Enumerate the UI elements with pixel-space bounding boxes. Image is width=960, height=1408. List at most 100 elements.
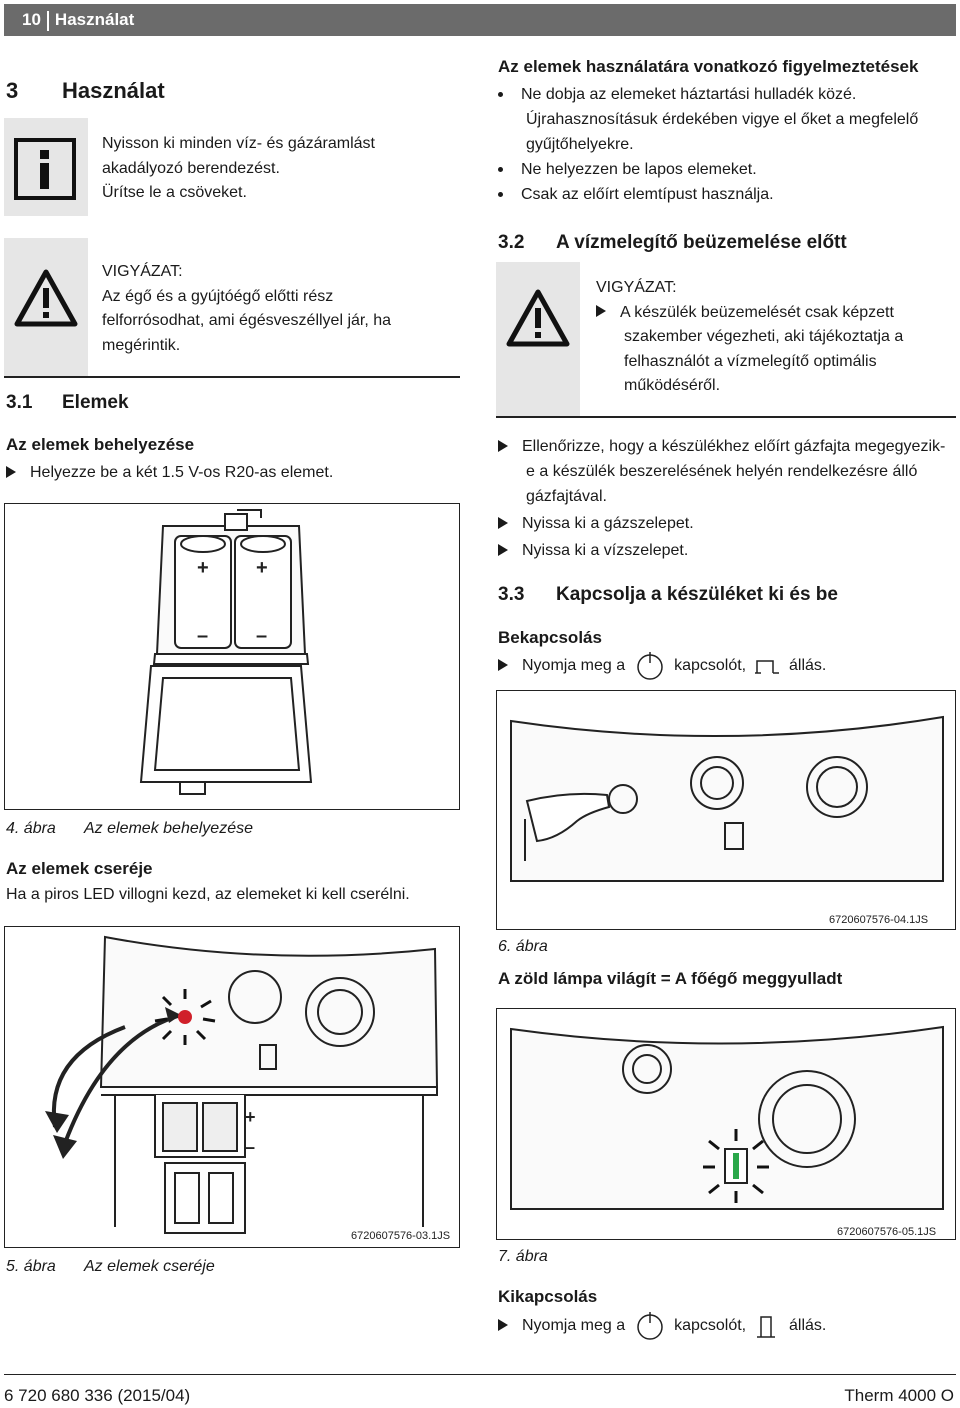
step-32-text: e a készülék beszerelésének helyén rende… [526,463,918,480]
switch-on-text: kapcsolót, [674,657,747,675]
figure-7-code: 6720607576-05.1JS [837,1226,936,1238]
switch-on-heading: Bekapcsolás [498,628,602,647]
chapter-title: Használat [62,78,165,103]
warning-left-title: VIGYÁZAT: [102,263,183,280]
header-separator [46,10,49,31]
warning-box-right: VIGYÁZAT: A készülék beüzemelését csak k… [496,262,956,418]
battery-plus-label-1: + [197,557,209,579]
battery-warnings-list: Ne dobja az elemeket háztartási hulladék… [498,82,954,207]
figure-4-caption: Az elemek behelyezése [84,820,253,837]
green-lamp-text: A zöld lámpa világít = A főégő meggyulla… [498,969,843,988]
footer-rule [4,1374,956,1375]
section-31-title: Elemek [62,392,129,413]
step-32-text: Nyissa ki a vízszelepet. [522,542,689,559]
figure-5-code: 6720607576-03.1JS [351,1230,450,1242]
figure-6-illustration: 6720607576-04.1JS [496,690,956,930]
info-note-box: Nyisson ki minden víz- és gázáramlást ak… [4,118,460,216]
switch-off-text: állás. [789,1317,827,1335]
warning-left-text: VIGYÁZAT: Az égő és a gyújtóégő előtti r… [102,260,452,358]
section-33-number: 3.3 [498,584,525,605]
warning-right-line: A készülék beüzemelését csak képzett [620,303,894,321]
section-33-title: Kapcsolja a készüléket ki és be [556,584,838,605]
switch-on-step: Nyomja meg a kapcsolót, állás. [498,651,826,681]
chapter-number: 3 [6,78,19,103]
bullet-icon [498,192,503,198]
bullet-icon [498,92,503,98]
battery-minus-label-2: – [256,625,267,647]
step-32-text: Ellenőrizze, hogy a készülékhez előírt g… [522,438,946,455]
battery-plus-label-2: + [256,557,268,579]
figure-6-code: 6720607576-04.1JS [829,914,928,926]
warning-left-line: megérintik. [102,336,181,354]
warning-right-line: felhasználót a vízmelegítő optimális [624,352,877,370]
battery-compartment-drawing: + + – – [139,509,313,795]
step-32-item: Ellenőrizze, hogy a készülékhez előírt g… [498,434,956,459]
step-32-item: Nyissa ki a vízszelepet. [498,538,956,563]
info-icon-cell [4,118,88,216]
figure-5-caption: Az elemek cseréje [84,1258,215,1275]
battery-warning-item: Ne helyezzen be lapos elemeket. [498,157,954,182]
warning-right-line: szakember végezheti, aki tájékoztatja a [624,328,904,345]
figure-5-label: 5. ábra [6,1258,56,1275]
section-32-number: 3.2 [498,232,525,253]
power-button-icon [636,652,663,680]
battery-warnings-heading: Az elemek használatára vonatkozó figyelm… [498,57,919,76]
warning-icon [506,289,570,347]
battery-warning-item: Csak az előírt elemtípust használja. [498,182,954,207]
power-button-icon [636,1312,663,1340]
figure-6-label: 6. ábra [498,938,548,955]
info-note-line: Nyisson ki minden víz- és gázáramlást [102,135,375,152]
warning-right-text: VIGYÁZAT: A készülék beüzemelését csak k… [596,276,952,399]
step-32-text: gázfajtával. [526,488,607,505]
bullet-icon [498,167,503,173]
warning-icon [14,269,78,327]
warning-right-title: VIGYÁZAT: [596,279,677,296]
section-31-number: 3.1 [6,392,33,413]
switch-on-text: Nyomja meg a [522,657,626,675]
figure-4-illustration: + + – – [4,503,460,810]
step-arrow-icon [596,305,606,318]
footer-product: Therm 4000 O [844,1386,954,1405]
warning-box-left: VIGYÁZAT: Az égő és a gyújtóégő előtti r… [4,238,460,378]
insert-batteries-step: Helyezze be a két 1.5 V-os R20-as elemet… [6,460,333,485]
battery-warning-text: Újrahasznosításuk érdekében vigye el őke… [526,111,919,128]
insert-batteries-step-text: Helyezze be a két 1.5 V-os R20-as elemet… [30,464,334,481]
green-led [733,1153,739,1179]
section-32-title: A vízmelegítő beüzemelése előtt [556,232,847,253]
warning-left-line: felforrósodhat, ami égésveszéllyel jár, … [102,312,392,329]
info-note-line: akadályozó berendezést. [102,159,280,177]
header-section: Használat [54,10,135,29]
battery-warning-text: gyűjtőhelyekre. [526,136,634,153]
warning-right-line: működéséről. [624,377,721,394]
replace-batteries-text: Ha a piros LED villogni kezd, az elemeke… [6,886,410,903]
replace-batteries-heading: Az elemek cseréje [6,859,153,878]
insert-batteries-heading: Az elemek behelyezése [6,435,195,454]
warning-icon-cell [4,238,88,376]
page-number: 10 [22,10,41,29]
warning-icon-cell [496,262,580,416]
step-arrow-icon [498,516,508,529]
switch-off-heading: Kikapcsolás [498,1287,598,1306]
battery-warning-text: Csak az előírt elemtípust használja. [521,186,774,203]
step-arrow-icon [498,439,508,452]
footer-doc-number: 6 720 680 336 (2015/04) [4,1386,191,1405]
figure-7-label: 7. ábra [498,1248,548,1265]
info-icon [14,138,76,200]
switch-on-text: állás. [789,657,827,675]
switch-off-step: Nyomja meg a kapcsolót, állás. [498,1311,826,1341]
battery-replacement-drawing: + – 6720607576-03.1JS [45,935,450,1242]
figure-7-illustration: 6720607576-05.1JS [496,1008,956,1240]
fig5-minus-label: – [245,1137,255,1157]
switch-on-drawing: 6720607576-04.1JS [510,715,944,926]
battery-warning-text: Ne dobja az elemeket háztartási hulladék… [521,86,857,103]
info-note-text: Nyisson ki minden víz- és gázáramlást ak… [102,132,452,206]
step-arrow-icon [6,465,16,478]
page-header: 10 Használat [4,4,956,36]
step-32-item: Nyissa ki a gázszelepet. [498,511,956,536]
switch-off-text: kapcsolót, [674,1317,747,1335]
step-arrow-icon [498,1319,508,1331]
step-32-text: Nyissa ki a gázszelepet. [522,515,694,532]
figure-4-label: 4. ábra [6,820,56,837]
info-note-line: Ürítse le a csöveket. [102,184,247,201]
step-arrow-icon [498,659,508,671]
